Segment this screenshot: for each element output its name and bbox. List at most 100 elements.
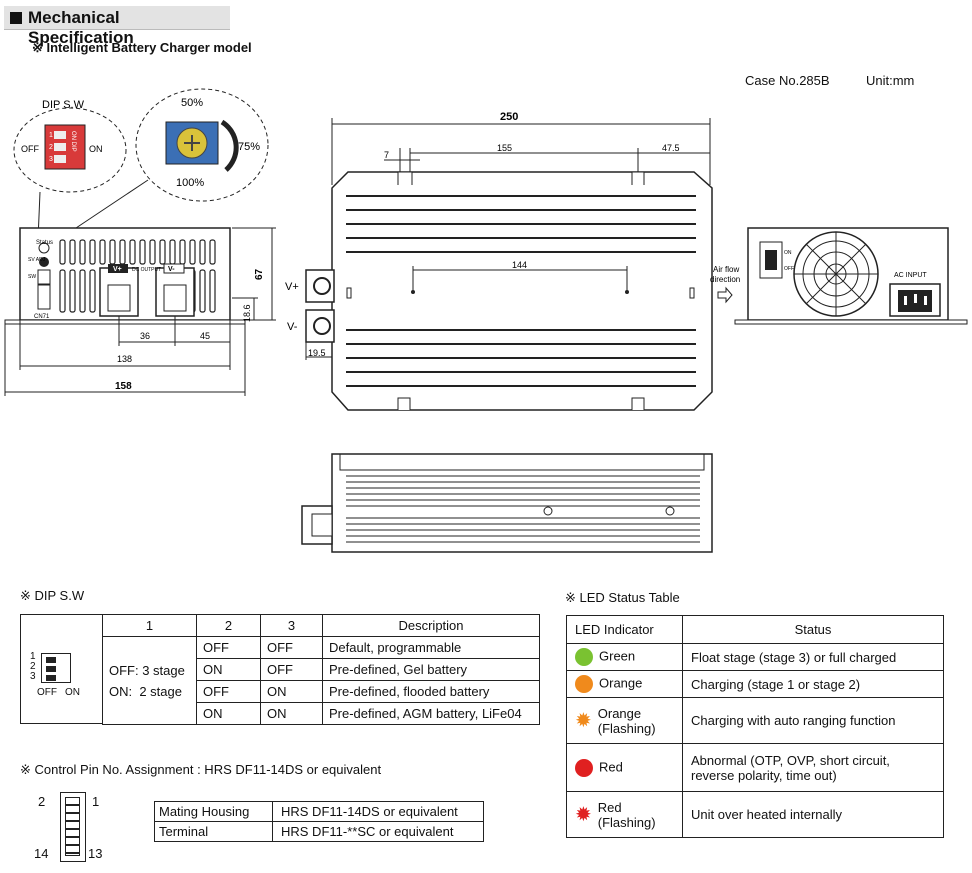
rear-view: ON OFF AC INPUT Air flow direction [710,227,968,325]
side-view [301,453,713,553]
orange-flashing-led-icon: ✹ [575,710,592,732]
table-row: Red Abnormal (OTP, OVP, short circuit,re… [566,743,944,792]
dim-45: 45 [200,331,210,341]
dim-144: 144 [512,260,527,270]
dim-138: 138 [117,354,132,364]
unit-label: Unit:mm [866,73,915,88]
led-table: LED Indicator Status Green Float stage (… [566,615,944,838]
led-header-row: LED Indicator Status [566,615,944,644]
svg-text:1: 1 [49,132,53,139]
dim-18-6: 18.6 [242,304,252,322]
dip-table: 1 2 3 Description OFF: 3 stage ON: 2 sta… [102,614,540,725]
dim-67: 67 [254,268,265,280]
dc-output-label: DC OUTPUT [132,267,161,273]
sw-label: SW [28,274,36,280]
svadj-label: SV ADJ [28,257,46,263]
stage-on-text: ON: 2 stage [109,683,182,699]
dip-col-desc: Description [322,614,540,637]
led-indicator: Green [566,643,683,671]
front-view: Status SV ADJ SW CN71 V+ DC OUTPUT V- 67… [4,227,276,396]
pin-table: Mating Housing HRS DF11-14DS or equivale… [154,801,484,842]
orange-led-icon [575,675,593,693]
led-col-status: Status [682,615,944,644]
led-name: Red [599,758,623,774]
model-subtitle: ※ Intelligent Battery Charger model [32,40,252,55]
dip-col-2: 2 [196,614,261,637]
dim-19-5: 19.5 [308,348,326,358]
table-row: Green Float stage (stage 3) or full char… [566,643,944,671]
led-table-title: ※ LED Status Table [565,590,680,605]
rear-off-label: OFF [784,266,794,272]
led-col-indicator: LED Indicator [566,615,683,644]
dip-desc: Pre-defined, flooded battery [322,680,540,703]
top-vminus: V- [287,321,298,333]
dip-cell: ON [260,680,323,703]
dim-47-5: 47.5 [662,143,680,153]
dim-250: 250 [500,111,518,123]
table-row: Mating Housing HRS DF11-14DS or equivale… [154,801,484,822]
dip-table-title: ※ DIP S.W [20,588,85,603]
dip-cell: ON [196,658,261,681]
connector-icon [60,792,86,862]
pin-label-13: 13 [88,846,103,861]
dim-158: 158 [115,381,132,392]
airflow-arrow-icon [717,286,733,304]
led-indicator: ✹ Red(Flashing) [566,791,683,838]
pin-value: HRS DF11-**SC or equivalent [272,821,484,842]
led-status: Charging with auto ranging function [682,697,944,744]
led-status: Abnormal (OTP, OVP, short circuit,revers… [682,743,944,792]
dim-155: 155 [497,143,512,153]
dip-icon-off: OFF [37,687,57,698]
led-status: Float stage (stage 3) or full charged [682,643,944,671]
dip-icon-label-2: 2 [30,661,36,672]
table-row: OFF ON Pre-defined, flooded battery [103,680,540,703]
led-sub: (Flashing) [597,814,656,830]
pin-label-1: 1 [92,794,100,809]
dip-switch-icon [41,653,71,683]
dip-icon-cell: 1 2 3 OFF ON [20,614,102,724]
pin-label-2: 2 [38,794,46,809]
dip-desc: Default, programmable [322,636,540,659]
pin-value: HRS DF11-14DS or equivalent [272,801,484,822]
led-indicator: ✹ Orange(Flashing) [566,697,683,744]
case-number: Case No.285B [745,73,830,88]
green-led-icon [575,648,593,666]
red-flashing-led-icon: ✹ [575,804,592,826]
dip-callout-on: ON [89,144,103,154]
table-row: ✹ Red(Flashing) Unit over heated interna… [566,791,944,838]
dip-callout-title: DIP S.W [42,99,85,111]
pin-key: Terminal [154,821,273,842]
dip-cell: OFF [196,636,261,659]
led-name: Orange [597,705,642,721]
pot-75-label: 75% [238,141,260,153]
pot-callout: 50% 75% 100% [57,88,269,241]
table-row: OFF: 3 stage ON: 2 stage OFF OFF Default… [102,636,540,725]
mechanical-drawing: 1 2 3 DIP S.W OFF ON ON DIP 50% 75% 100% [4,88,968,553]
pin-label-14: 14 [34,846,49,861]
dip-col-1: 1 [102,614,197,637]
pin-section-title: ※ Control Pin No. Assignment : HRS DF11-… [20,762,382,777]
svg-text:3: 3 [49,156,53,163]
table-row: Orange Charging (stage 1 or stage 2) [566,670,944,698]
dim-7: 7 [384,150,389,160]
header-square-icon [10,12,22,24]
section-header: Mechanical Specification [4,6,230,47]
dip-cell: ON [196,702,261,725]
led-status: Charging (stage 1 or stage 2) [682,670,944,698]
top-vplus: V+ [285,281,299,293]
dip-cell: OFF [196,680,261,703]
dip-icon-on: ON [65,687,80,698]
vminus-tag: V- [168,266,175,273]
cn71-label: CN71 [34,314,50,320]
status-label: Status [36,240,53,246]
red-led-icon [575,758,593,777]
rear-on-label: ON [784,250,792,256]
led-indicator: Orange [566,670,683,698]
dim-36: 36 [140,331,150,341]
ac-input-label: AC INPUT [894,272,927,279]
top-view: 250 7 155 47.5 9 144 V+ V- 19.5 [285,111,713,411]
table-row: ON OFF Pre-defined, Gel battery [103,658,540,681]
pin-key: Mating Housing [154,801,273,822]
dip-header-row: 1 2 3 Description [102,614,540,637]
led-sub: (Flashing) [597,720,656,736]
